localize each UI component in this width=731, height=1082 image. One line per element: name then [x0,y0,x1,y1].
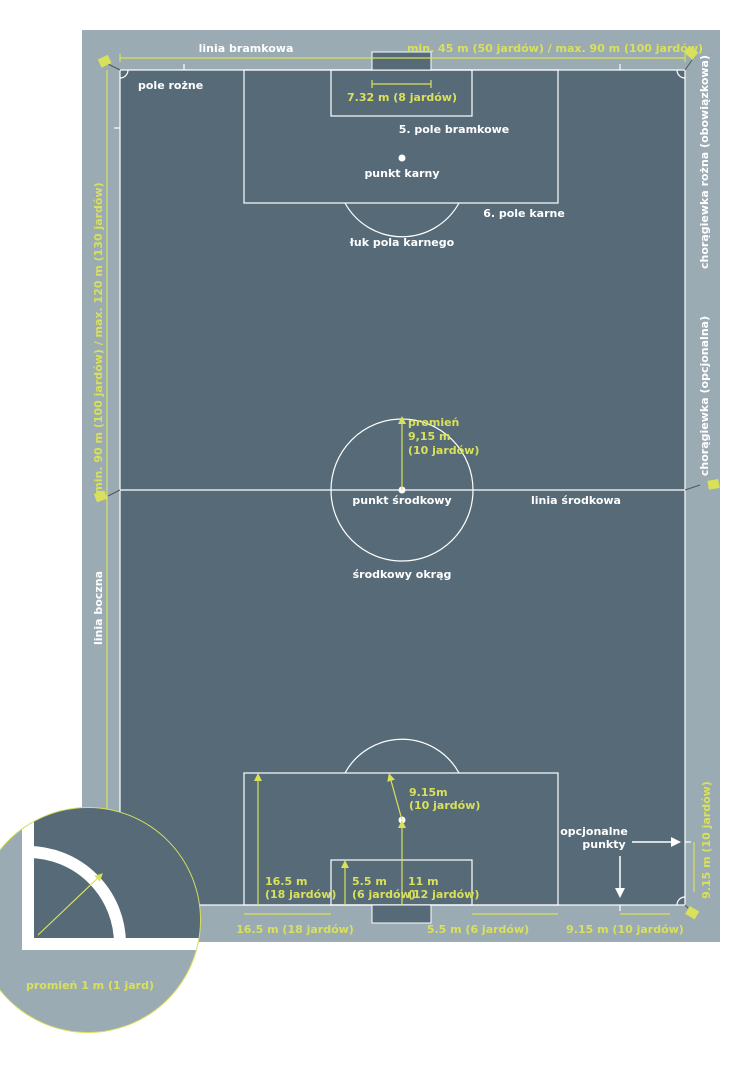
touch-line-label: linia boczna [92,571,105,645]
bottom-915-label: 9.15 m (10 jardów) [566,923,684,936]
corner-arc-br [676,896,686,906]
penalty-distance-line2: (10 jardów) [409,799,480,812]
bottom-55-label: 5.5 m (6 jardów) [427,923,529,936]
radius-label-line1: promień [408,416,459,429]
goal-area-depth-line2: (6 jardów) [352,888,416,901]
flag-icon [684,479,720,491]
radius-label-line2: 9,15 m [408,430,450,443]
optional-points-line2: punkty [582,838,625,851]
top-goal [371,51,432,71]
corner-arc-tl [119,69,129,79]
goal-line-label: linia bramkowa [199,42,294,55]
top-penalty-arc [344,202,460,238]
corner-flags [93,45,720,920]
bottom-goal [371,904,432,924]
flag-icon [684,904,700,920]
penalty-area-depth-line1: 16.5 m [265,875,307,888]
bottom-penalty-arc [344,738,460,774]
dimension-lines [106,54,695,915]
corner-arc-tr [676,69,686,79]
penalty-area-depth-line2: (18 jardów) [265,888,336,901]
corner-zoom-inset: promień 1 m (1 jard) [0,807,201,1033]
penalty-area-label: 6. pole karne [483,207,565,220]
flag-icon [97,54,121,71]
center-spot-label: punkt środkowy [352,494,451,507]
spot-distance-line2: (12 jardów) [408,888,479,901]
halfway-line-label: linia środkowa [531,494,621,507]
side-915-label: 9.15 m (10 jardów) [700,781,713,899]
penalty-mark-label: punkt karny [364,167,439,180]
corner-flag-label: chorągiewka rożna (obowiązkowa) [698,55,711,269]
radius-label-line3: (10 jardów) [408,444,479,457]
penalty-distance-line1: 9.15m [409,786,448,799]
width-range-label: min. 45 m (50 jardów) / max. 90 m (100 j… [407,42,703,55]
corner-area-label: pole rożne [138,79,203,92]
goal-area-label: 5. pole bramkowe [399,123,510,136]
bottom-165-label: 16.5 m (18 jardów) [236,923,354,936]
penalty-arc-label: łuk pola karnego [349,236,455,249]
center-circle-label: środkowy okrąg [353,568,452,581]
flag-icon [93,489,121,503]
goal-area-depth-line1: 5.5 m [352,875,387,888]
spot-distance-line1: 11 m [408,875,439,888]
optional-flag-label: chorągiewka (opcjonalna) [698,316,711,476]
optional-points-line1: opcjonalne [560,825,628,838]
flag-icon [683,45,699,71]
top-penalty-spot [398,154,406,162]
length-range-label: min. 90 m (100 jardów) / max. 120 m (130… [92,182,105,493]
corner-radius-label: promień 1 m (1 jard) [26,979,154,992]
goal-width-label: 7.32 m (8 jardów) [347,91,457,104]
